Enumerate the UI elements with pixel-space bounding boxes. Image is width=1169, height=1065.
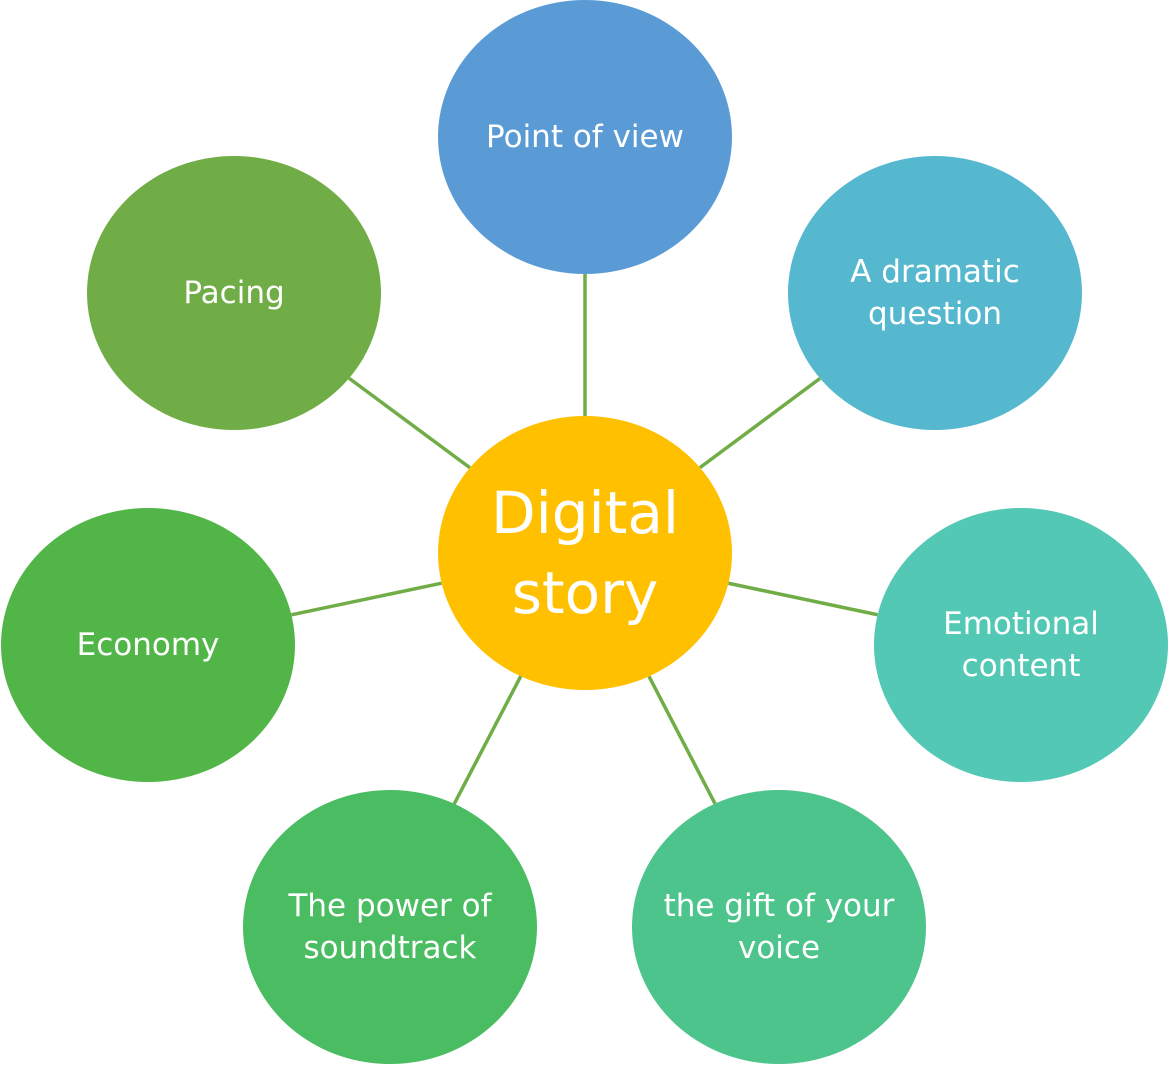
node-pacing: Pacing <box>87 156 381 430</box>
node-economy: Economy <box>1 508 295 782</box>
node-gift-of-voice: the gift of your voice <box>632 790 926 1064</box>
connector-line <box>348 376 471 470</box>
center-label: Digital story <box>490 479 680 627</box>
node-label: A dramatic question <box>850 254 1020 332</box>
connector-line <box>647 675 717 805</box>
node-label: Emotional content <box>943 606 1099 684</box>
node-label: The power of soundtrack <box>288 888 492 966</box>
node-dramatic-question: A dramatic question <box>788 156 1082 430</box>
node-label: Point of view <box>486 119 684 155</box>
connector-line <box>698 376 822 470</box>
node-label: the gift of your voice <box>663 888 895 966</box>
connector-line <box>291 581 442 617</box>
connector-line <box>452 675 523 805</box>
center-node-digital-story: Digital story <box>438 416 732 690</box>
node-point-of-view: Point of view <box>438 0 732 274</box>
node-label: Economy <box>76 627 220 663</box>
node-power-of-soundtrack: The power of soundtrack <box>243 790 537 1064</box>
node-emotional-content: Emotional content <box>874 508 1168 782</box>
connector-line <box>728 581 878 617</box>
node-label: Pacing <box>183 275 285 311</box>
